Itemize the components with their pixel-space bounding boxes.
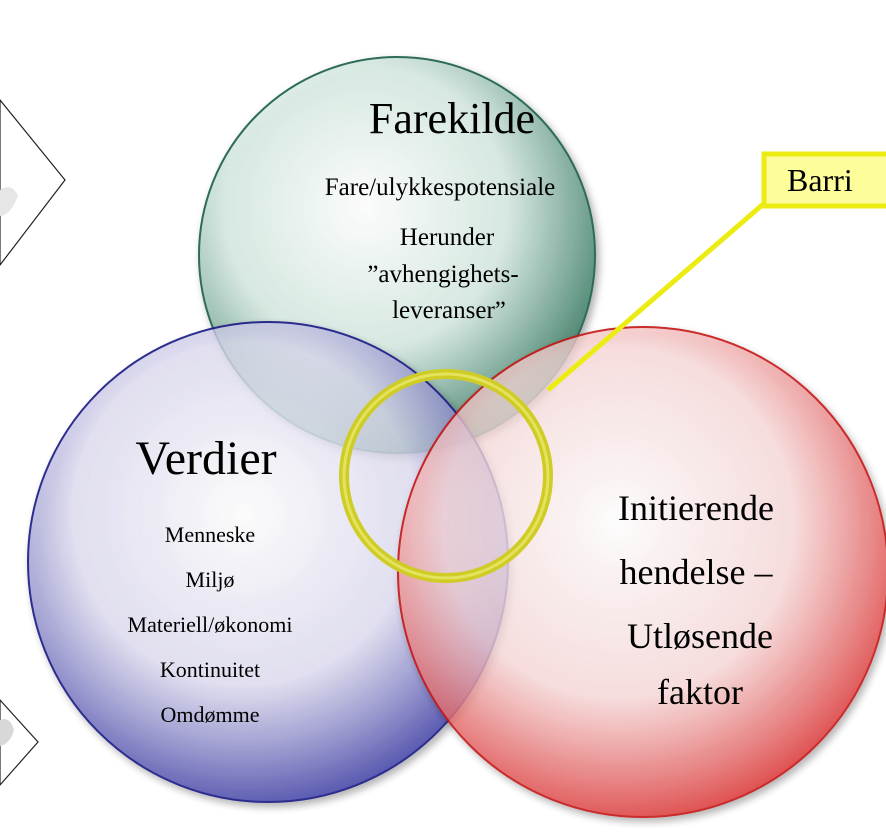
barrier-callout-label: Barri [787,162,853,198]
farekilde-line-3: ”avhengighets- [367,261,518,288]
verdier-title: Verdier [135,432,276,485]
photo-frame-bottom [0,699,39,786]
farekilde-title: Farekilde [369,94,535,143]
initierende-circle [397,326,886,818]
farekilde-line-4: leveranser” [392,297,506,324]
barrier-callout-box [761,151,886,209]
farekilde-line-1: Fare/ulykkespotensiale [325,174,556,201]
initierende-line-4: faktor [657,672,743,712]
verdier-item-5: Omdømme [161,702,260,727]
verdier-item-3: Materiell/økonomi [128,612,293,637]
verdier-item-1: Menneske [165,522,255,547]
photo-frame-top [0,99,66,266]
initierende-line-1: Initierende [618,488,774,528]
initierende-line-2: hendelse – [620,552,774,592]
verdier-item-4: Kontinuitet [160,657,260,682]
initierende-line-3: Utløsende [627,616,773,656]
barrier-leader-line [546,198,770,392]
farekilde-line-2: Herunder [400,224,495,251]
verdier-item-2: Miljø [186,567,235,592]
